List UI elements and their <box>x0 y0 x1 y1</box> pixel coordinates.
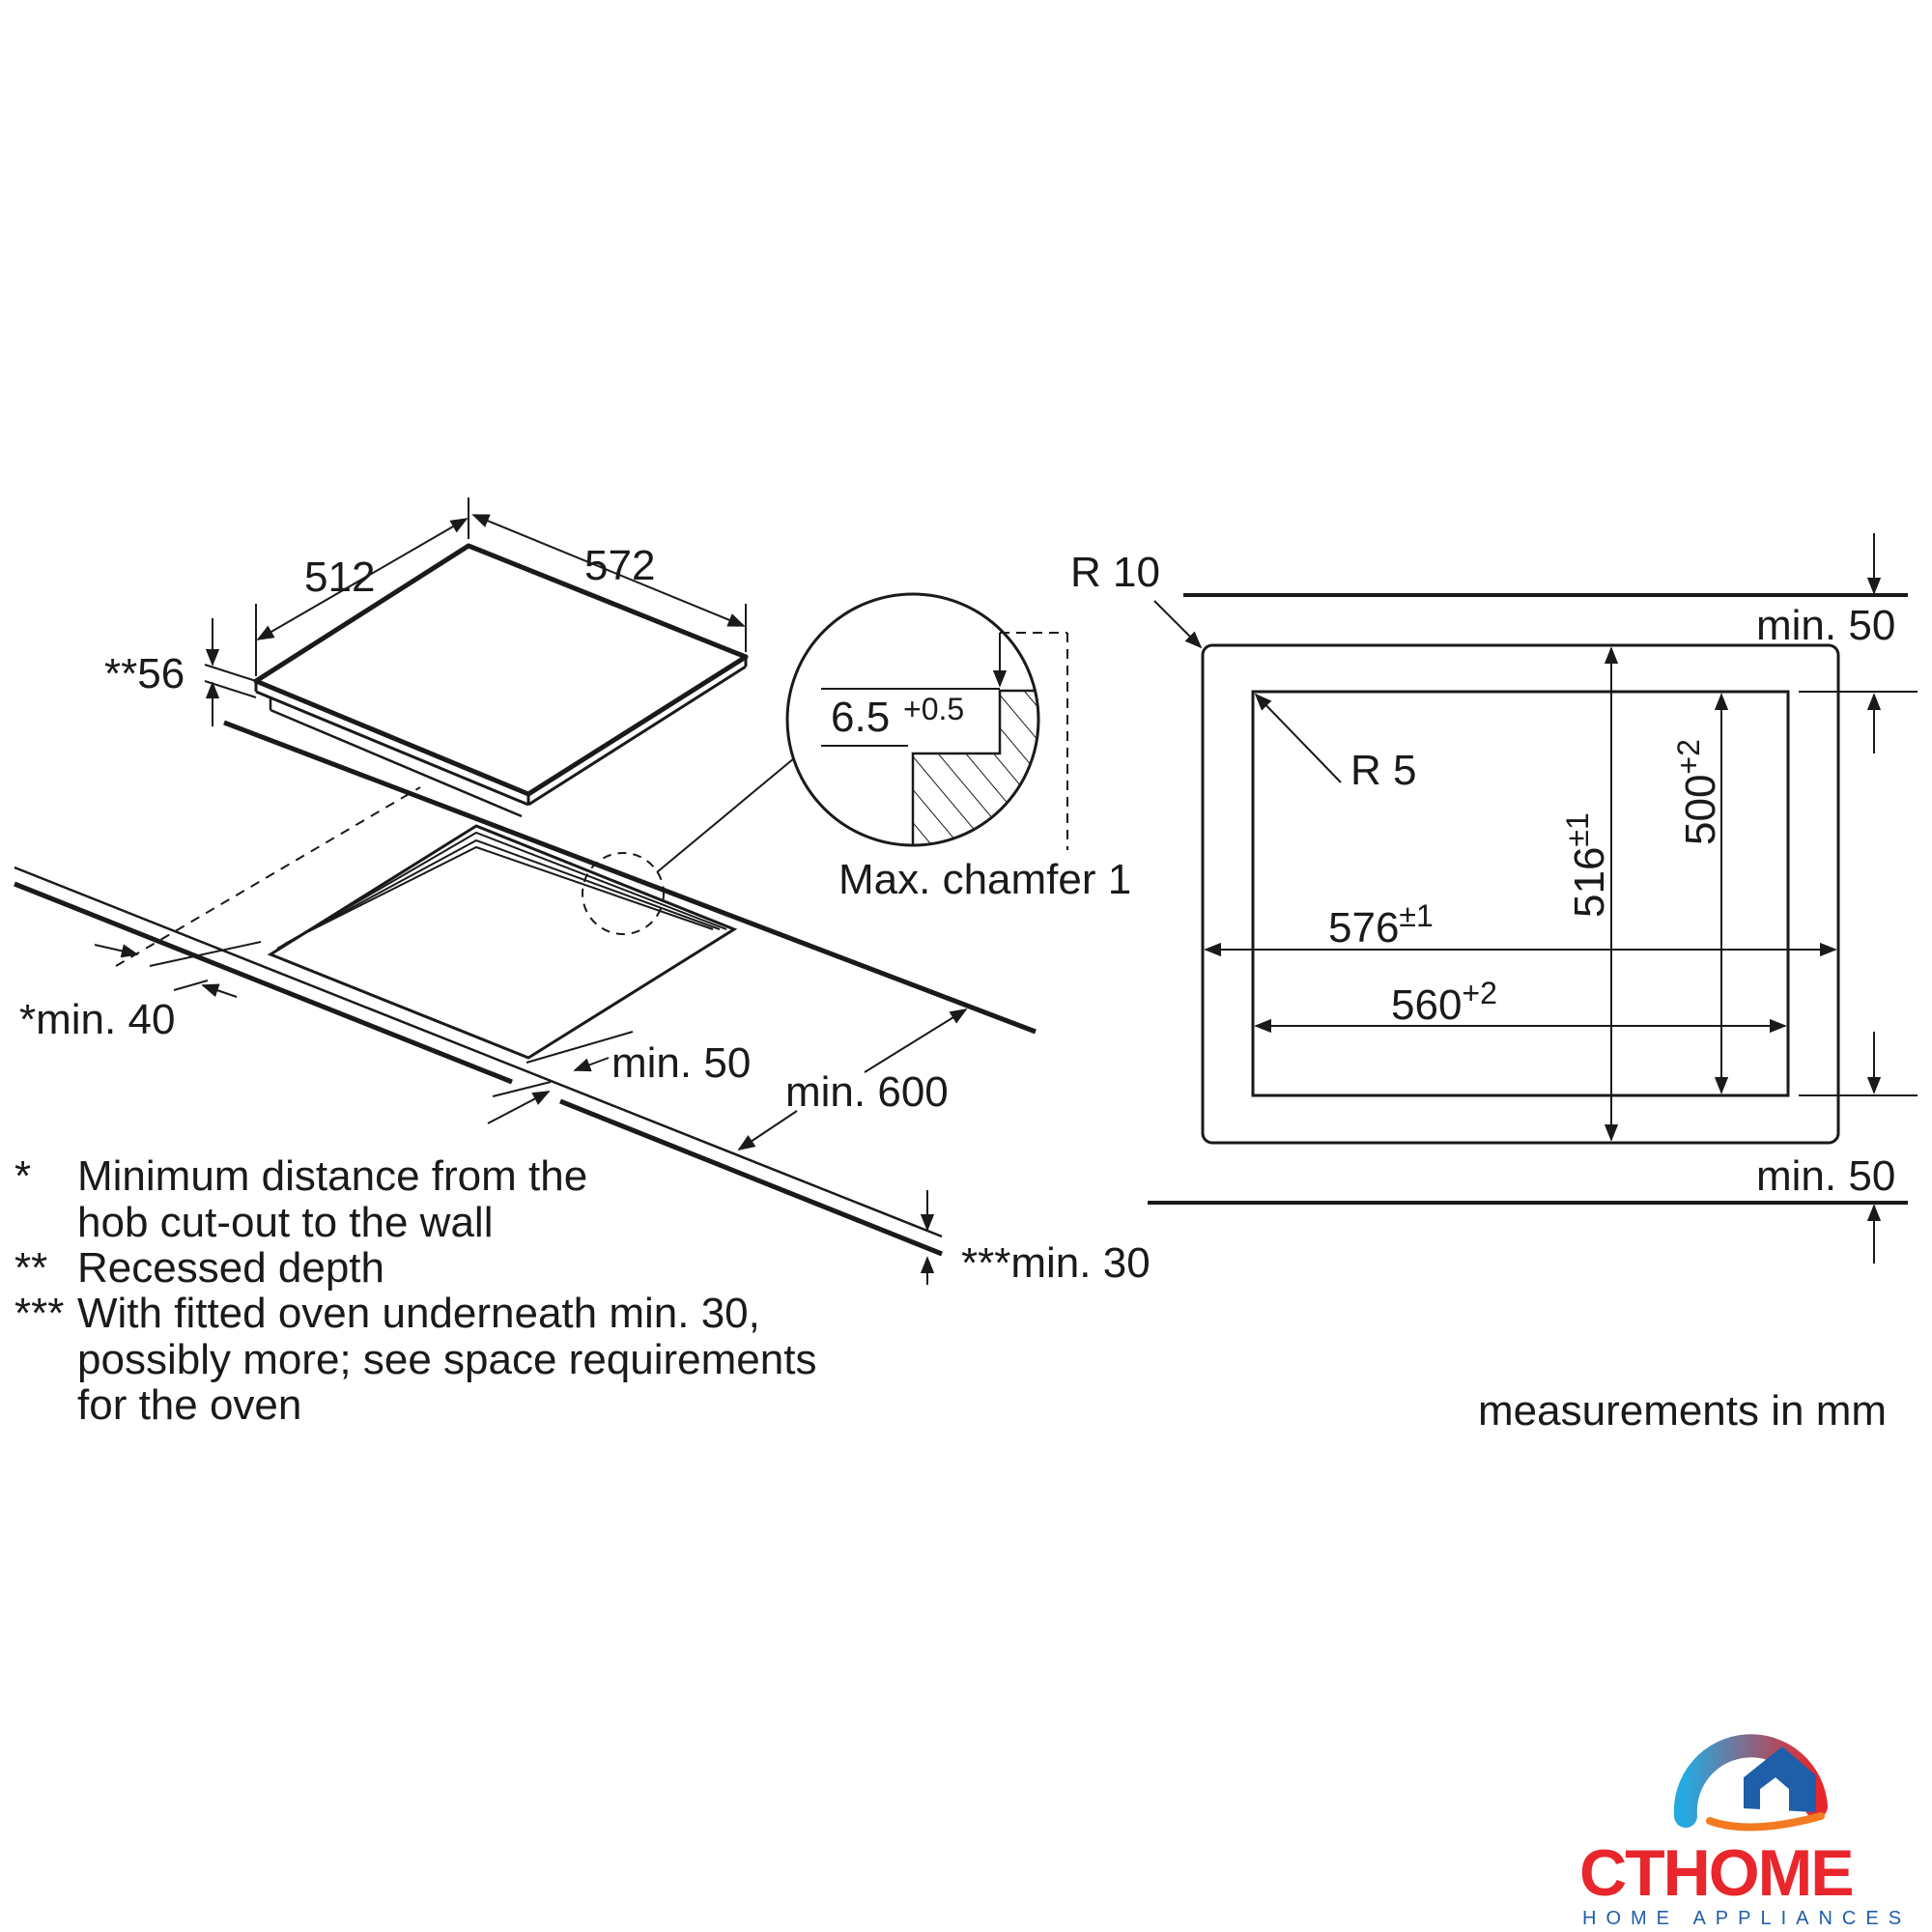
footnote-2-line-1: Recessed depth <box>77 1244 384 1292</box>
edge-value: 6.5 <box>831 694 890 741</box>
footnote-1-line-2: hob cut-out to the wall <box>77 1199 493 1246</box>
worktop-cutout <box>267 757 795 1060</box>
isometric-view: 512 572 **56 *min. 40 <box>14 497 1151 1287</box>
dim-worktop-thickness: ***min. 30 <box>920 1190 1151 1287</box>
edge-detail: 6.5 +0.5 Max. chamfer 1 <box>785 592 1131 903</box>
outer-depth-label: 516±1 <box>1560 812 1613 918</box>
edge-tolerance: +0.5 <box>903 692 964 726</box>
dim-hob-depth: 512 <box>255 497 469 676</box>
chamfer-label: Max. chamfer 1 <box>838 856 1131 903</box>
clearance-top-label: min. 50 <box>1756 602 1895 649</box>
cutout-plan: min. 50 min. 50 R 10 R 5 576±1 560+2 516… <box>1070 533 1918 1435</box>
inner-radius-label: R 5 <box>1350 747 1416 794</box>
outer-width-label: 576±1 <box>1328 898 1434 952</box>
footnote-3-line-3: for the oven <box>77 1381 301 1429</box>
house-icon <box>1673 1734 1828 1832</box>
dim-recess-depth: **56 <box>104 618 257 726</box>
worktop <box>14 720 1037 1257</box>
outer-radius-label: R 10 <box>1070 549 1160 596</box>
footnote-1-line-1: Minimum distance from the <box>77 1152 587 1200</box>
dim-worktop-depth: min. 600 <box>737 1009 968 1151</box>
brand-tagline: HOME APPLIANCES <box>1582 1908 1911 1929</box>
clearance-bottom-label: min. 50 <box>1756 1152 1895 1200</box>
cthome-logo: CTHOME HOME APPLIANCES <box>1579 1734 1911 1929</box>
footnote-3-mark: *** <box>14 1290 64 1337</box>
recess-depth-label: **56 <box>104 650 185 697</box>
footnote-1-mark: * <box>14 1152 31 1200</box>
brand-name: CTHOME <box>1579 1836 1853 1910</box>
units-note: measurements in mm <box>1478 1387 1887 1435</box>
inner-depth-label: 500+2 <box>1671 739 1724 845</box>
footnotes: * Minimum distance from the hob cut-out … <box>14 1152 816 1429</box>
front-distance-label: min. 50 <box>611 1039 751 1087</box>
dim-front-distance: min. 50 <box>487 1031 751 1124</box>
hob-width-label: 572 <box>584 542 655 589</box>
wall-distance-label: *min. 40 <box>19 996 175 1043</box>
dim-wall-distance: *min. 40 <box>19 941 262 1043</box>
dim-hob-width: 572 <box>471 514 747 652</box>
footnote-3-line-2: possibly more; see space requirements <box>77 1336 816 1383</box>
footnote-2-mark: ** <box>14 1244 47 1292</box>
hob-depth-label: 512 <box>304 554 375 601</box>
footnote-3-line-1: With fitted oven underneath min. 30, <box>77 1290 760 1337</box>
worktop-thickness-label: ***min. 30 <box>961 1239 1151 1287</box>
inner-width-label: 560+2 <box>1391 976 1497 1029</box>
worktop-depth-label: min. 600 <box>785 1068 949 1116</box>
